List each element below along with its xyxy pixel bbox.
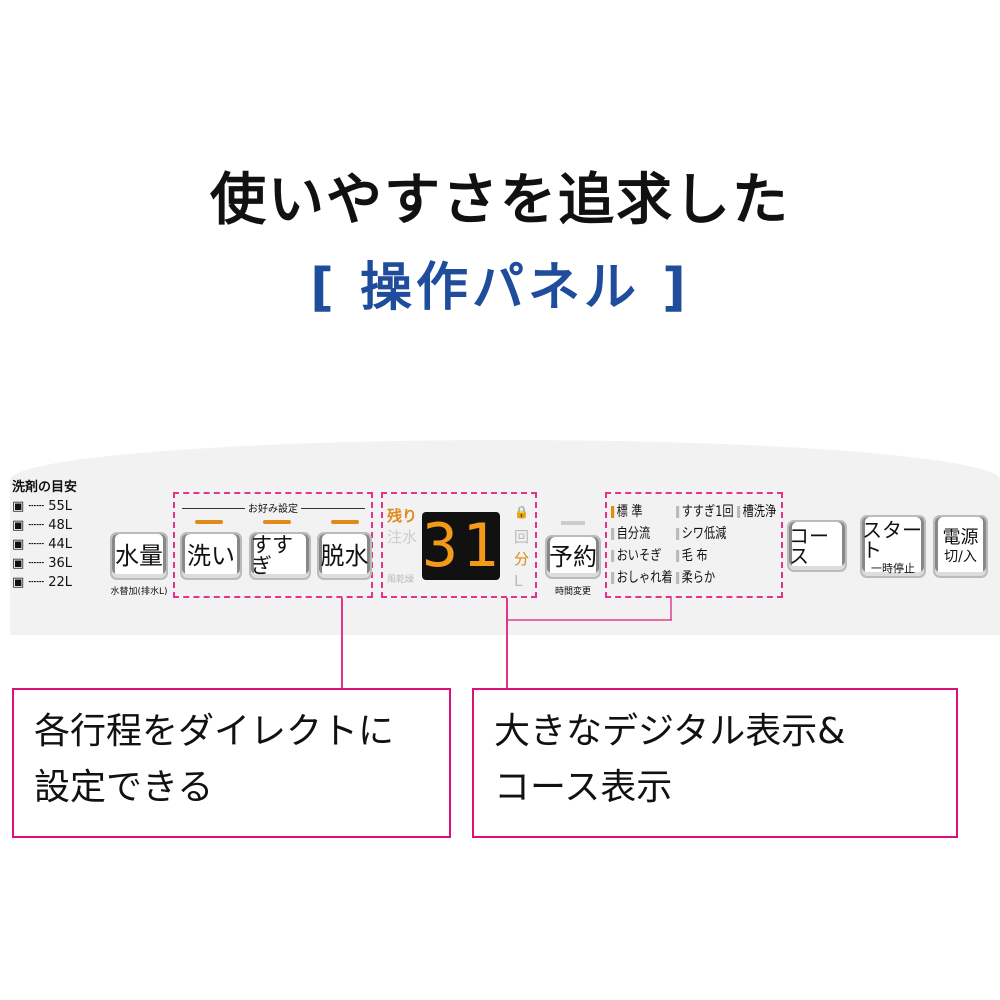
water-level-button[interactable]: 水量 [110,532,168,580]
spin-button[interactable]: 脱水 [317,532,372,580]
guide-item: ▣ ┄┄ 48L [12,518,72,533]
course-item: すすぎ1回 [676,501,734,523]
connector-line [506,598,508,688]
digital-display: 31 [422,511,503,581]
course-item: 柔らか [676,567,715,589]
connector-line [506,619,672,621]
spin-indicator [331,520,359,524]
rinse-indicator [263,520,291,524]
course-button[interactable]: コース [787,520,847,572]
water-sub-label: 水替加(排水L) [110,587,168,597]
course-group [605,492,783,598]
dry-label: 風乾燥 [387,575,415,585]
course-item: シワ低減 [676,523,726,545]
callout-digital-display: 大きなデジタル表示&コース表示 [472,688,958,838]
remaining-label: 残り [387,507,418,525]
preference-group [173,492,373,598]
start-button[interactable]: スタート一時停止 [860,515,926,578]
connector-line [341,598,343,688]
rinse-button[interactable]: すすぎ [249,532,311,580]
wash-indicator [195,520,223,524]
reserve-indicator [561,521,585,525]
reserve-sub-label: 時間変更 [555,587,592,597]
guide-item: ▣ ┄┄ 44L [12,537,72,552]
lock-icon: 🔒 [514,505,529,519]
course-item: 槽洗浄 [737,501,776,523]
course-item: 標 準 [611,501,643,523]
connector-line [670,598,672,620]
course-item: 自分流 [611,523,650,545]
course-item: 毛 布 [676,545,708,567]
guide-item: ▣ ┄┄ 55L [12,499,72,514]
power-button[interactable]: 電源切/入 [933,515,988,578]
preference-label: お好み設定 [245,500,301,515]
reserve-button[interactable]: 予約 [545,535,601,579]
display-group [381,492,537,598]
times-label: 回 [514,528,530,546]
liter-label: L [514,572,523,590]
guide-title: 洗剤の目安 [12,480,78,495]
guide-item: ▣ ┄┄ 36L [12,556,72,571]
guide-item: ▣ ┄┄ 22L [12,575,72,590]
wash-button[interactable]: 洗い [180,532,242,580]
detergent-guide: 洗剤の目安 ▣ ┄┄ 55L ▣ ┄┄ 48L ▣ ┄┄ 44L ▣ ┄┄ 36… [12,478,77,592]
callout-direct-settings: 各行程をダイレクトに設定できる [12,688,451,838]
course-item: おいそぎ [611,545,661,567]
water-fill-label: 注水 [387,528,418,546]
subheadline: [ 操作パネル ] [310,258,690,318]
minutes-label: 分 [514,550,530,568]
course-item: おしゃれ着 [611,567,673,589]
headline: 使いやすさを追求した [210,168,790,233]
